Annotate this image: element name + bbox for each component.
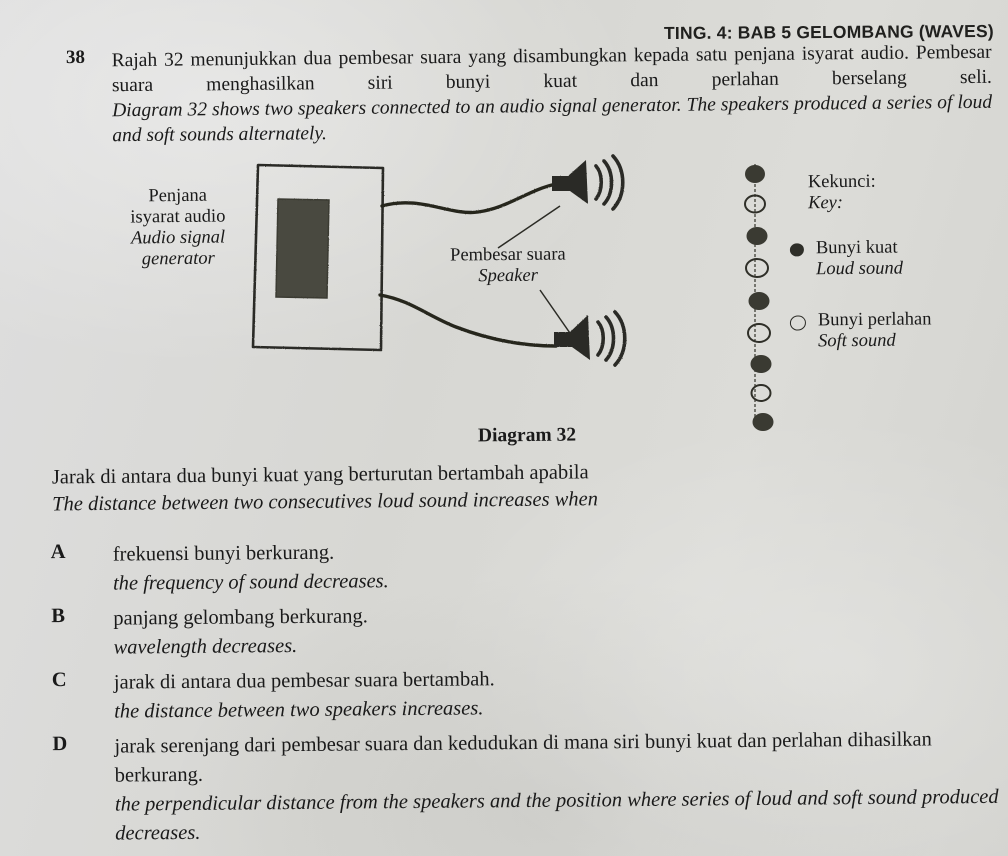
open-circle-icon	[789, 315, 806, 331]
diagram-caption: Diagram 32	[477, 424, 577, 447]
option-c-letter: C	[51, 669, 67, 692]
speaker-label-malay: Pembesar suara	[450, 244, 566, 266]
answer-options: A frekuensi bunyi berkurang. the frequen…	[51, 533, 1004, 855]
question-number: 38	[65, 46, 86, 69]
key-entry-loud-text: Bunyi kuat Loud sound	[816, 238, 903, 281]
option-b[interactable]: B panjang gelombang berkurang. wavelengt…	[51, 597, 1001, 663]
marker-loud	[745, 165, 765, 183]
marker-soft	[747, 323, 771, 343]
question-lead: Jarak di antara dua bunyi kuat yang bert…	[52, 456, 982, 519]
key-title-malay: Kekunci:	[807, 171, 876, 193]
key-soft-malay: Bunyi perlahan	[817, 309, 932, 331]
marker-soft	[744, 194, 766, 214]
generator-label-malay-2: isyarat audio	[130, 206, 226, 228]
option-d-english: the perpendicular distance from the spea…	[114, 785, 999, 845]
speaker-label-english: Speaker	[478, 265, 538, 287]
generator-label-english-1: Audio signal	[130, 227, 226, 249]
key-loud-english: Loud sound	[816, 258, 904, 280]
question-stem-english: Diagram 32 shows two speakers connected …	[112, 91, 993, 147]
speaker-icon-lower	[554, 310, 627, 367]
marker-soft	[745, 258, 769, 278]
speaker-label: Pembesar suara Speaker	[408, 244, 608, 288]
cable-lower	[378, 293, 558, 348]
option-d-malay: jarak serenjang dari pembesar suara dan …	[114, 728, 932, 787]
option-d-letter: D	[52, 733, 68, 756]
key-entry-soft-sound: Bunyi perlahan Soft sound	[789, 309, 932, 352]
option-a-body: frekuensi bunyi berkurang. the frequency…	[113, 533, 1001, 599]
generator-label-malay-1: Penjana	[148, 185, 208, 207]
key-loud-malay: Bunyi kuat	[815, 237, 898, 259]
diagram-drawing	[251, 154, 774, 431]
option-d[interactable]: D jarak serenjang dari pembesar suara da…	[52, 725, 1003, 849]
key-title-block: Kekunci: Key:	[808, 172, 876, 215]
option-b-letter: B	[51, 605, 66, 628]
audio-signal-generator-box	[251, 163, 385, 352]
key-entry-soft-text: Bunyi perlahan Soft sound	[818, 309, 932, 352]
option-a[interactable]: A frekuensi bunyi berkurang. the frequen…	[51, 533, 1001, 599]
key-soft-english: Soft sound	[818, 330, 896, 352]
speaker-icon-upper	[552, 154, 625, 211]
option-c[interactable]: C jarak di antara dua pembesar suara ber…	[52, 661, 1002, 727]
marker-loud	[746, 227, 768, 245]
marker-loud	[748, 292, 770, 310]
generator-label-english-2: generator	[141, 248, 215, 270]
key-entry-loud-sound: Bunyi kuat Loud sound	[789, 238, 903, 281]
sound-pattern-column	[744, 164, 774, 431]
marker-soft	[750, 384, 772, 402]
question-stem-malay: Rajah 32 menunjukkan dua pembesar suara …	[111, 41, 992, 97]
leader-line-lower	[539, 289, 573, 337]
option-b-body: panjang gelombang berkurang. wavelength …	[113, 597, 1001, 663]
option-d-body: jarak serenjang dari pembesar suara dan …	[114, 725, 1003, 849]
leader-line-upper	[497, 205, 561, 249]
diagram-32-figure: Penjana isyarat audio Audio signal gener…	[0, 150, 1008, 450]
filled-circle-icon	[789, 243, 804, 257]
marker-loud	[750, 355, 772, 373]
generator-label: Penjana isyarat audio Audio signal gener…	[88, 185, 269, 271]
option-a-letter: A	[50, 541, 66, 564]
question-stem: Rajah 32 menunjukkan dua pembesar suara …	[112, 40, 993, 148]
cable-upper	[380, 182, 558, 215]
marker-loud	[752, 413, 774, 431]
option-c-body: jarak di antara dua pembesar suara berta…	[114, 661, 1002, 727]
key-title-english: Key:	[808, 192, 844, 214]
